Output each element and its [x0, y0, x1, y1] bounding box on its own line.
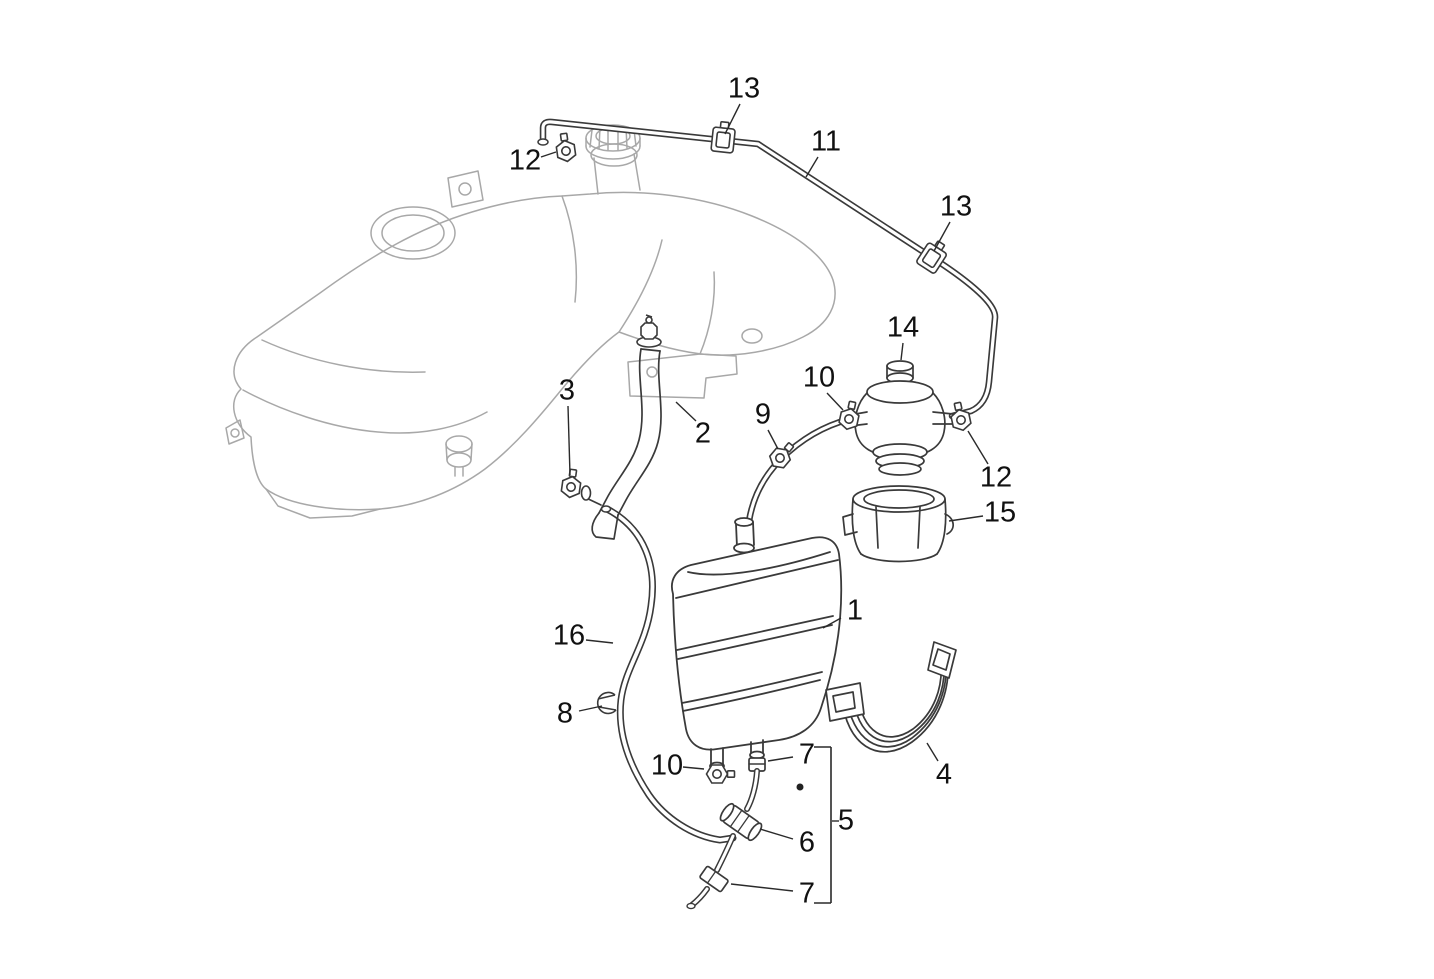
evap-canister: [671, 517, 843, 771]
canister-holder-strap: [825, 641, 957, 753]
bottom-fittings: [686, 757, 804, 910]
bracket-bolt: [559, 467, 592, 501]
rollover-valve: [849, 360, 954, 476]
leader-lines: [540, 103, 989, 892]
leader-line-7: [767, 756, 794, 762]
band-clamp-13a: [710, 120, 737, 154]
long-drain-hose: [600, 505, 737, 844]
leader-line-16: [585, 639, 614, 644]
hose-clamps: [553, 120, 973, 784]
mounting-bracket: [581, 348, 662, 540]
clamp-10a: [837, 399, 863, 432]
rubber-cup: [842, 485, 954, 563]
leader-line-10: [826, 392, 844, 411]
leader-line-1: [822, 617, 842, 629]
leader-line-7: [730, 883, 794, 892]
leader-line-4: [926, 742, 939, 762]
leader-line-12: [967, 430, 989, 465]
leader-line-14: [900, 342, 904, 361]
fuel-vent-line: [537, 118, 999, 420]
clamp-10b: [705, 764, 736, 784]
leader-line-6: [759, 828, 794, 840]
fuel-tank-drawing: [225, 124, 836, 519]
leader-line-11: [805, 156, 819, 178]
assembly-bracket-line: [814, 746, 832, 904]
spring-clip-8: [596, 691, 617, 715]
canister-to-valve-hose: [745, 415, 854, 525]
bracket-nut-washer: [636, 314, 662, 348]
leader-line-12: [540, 151, 557, 158]
clamp-12b: [947, 400, 973, 433]
leader-line-10: [682, 766, 705, 770]
leader-line-13: [724, 103, 741, 135]
leader-line-13: [933, 221, 951, 252]
leader-line-15: [948, 515, 984, 522]
clamp-12a: [553, 131, 578, 164]
leader-line-2: [675, 401, 697, 422]
leader-line-9: [767, 429, 779, 450]
leader-line-3: [567, 405, 571, 476]
leader-line-8: [578, 705, 603, 712]
